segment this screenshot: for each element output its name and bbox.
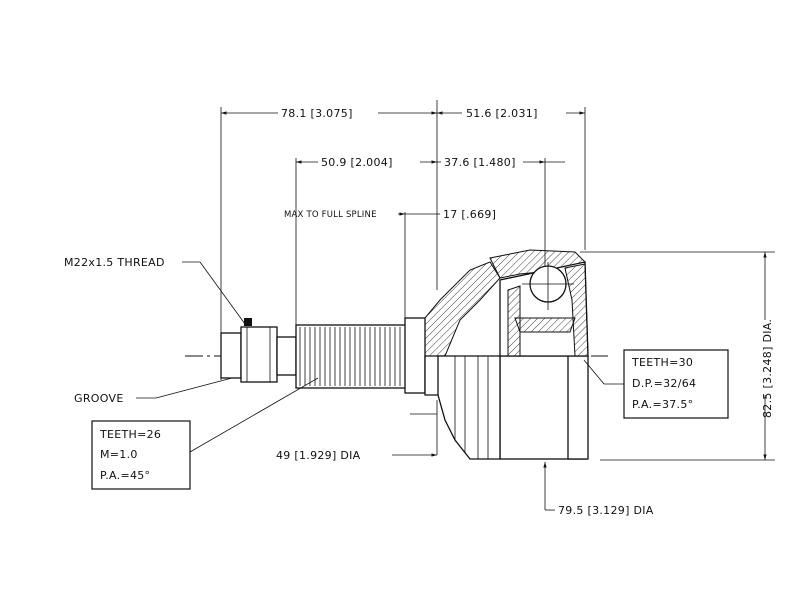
outer-teeth: TEETH=26 [99,428,161,441]
dim-housing-diameter: 79.5 [3.129] DIA [543,462,654,517]
dim-outer-diameter: 82.5 [3.248] DIA. [761,252,774,460]
dim-overall-shaft-label: 78.1 [3.075] [281,107,353,120]
dim-housing-length-label: 51.6 [2.031] [466,107,538,120]
dim-housing-length: 51.6 [2.031] [437,107,585,120]
dim-housing-diameter-label: 79.5 [3.129] DIA [558,504,654,517]
dim-inner-offset-label: 37.6 [1.480] [444,156,516,169]
callout-groove: GROOVE [74,377,233,405]
thread-chamfer-mark [244,318,252,326]
spline-section [295,317,426,394]
dim-seal-diameter: 49 [1.929] DIA [276,400,438,462]
dim-spline-length-label: 50.9 [2.004] [321,156,393,169]
inner-teeth: TEETH=30 [631,356,693,369]
dim-outer-diameter-label: 82.5 [3.248] DIA. [761,319,774,418]
dim-full-spline: MAX TO FULL SPLINE 17 [.669] [284,208,496,221]
dim-overall-shaft: 78.1 [3.075] [221,107,437,120]
thread-label: M22x1.5 THREAD [64,256,165,269]
dim-full-spline-label: 17 [.669] [443,208,496,221]
groove-label: GROOVE [74,392,124,405]
housing-upper-section [499,261,589,357]
outer-pressure-angle: P.A.=45° [100,469,150,482]
callout-thread: M22x1.5 THREAD [64,256,246,325]
housing-body [437,355,589,460]
inner-pressure-angle: P.A.=37.5° [632,398,693,411]
dim-seal-diameter-label: 49 [1.929] DIA [276,449,361,462]
dim-inner-offset: 37.6 [1.480] [437,156,565,169]
max-spline-note: MAX TO FULL SPLINE [284,210,377,220]
outer-module: M=1.0 [100,448,138,461]
inner-spline-spec-box: TEETH=30 D.P.=32/64 P.A.=37.5° [583,349,729,419]
inner-diametral-pitch: D.P.=32/64 [632,377,696,390]
outer-spline-spec-box: TEETH=26 M=1.0 P.A.=45° [91,377,319,490]
thread-section [220,318,297,383]
dim-spline-length: 50.9 [2.004] [296,156,437,169]
